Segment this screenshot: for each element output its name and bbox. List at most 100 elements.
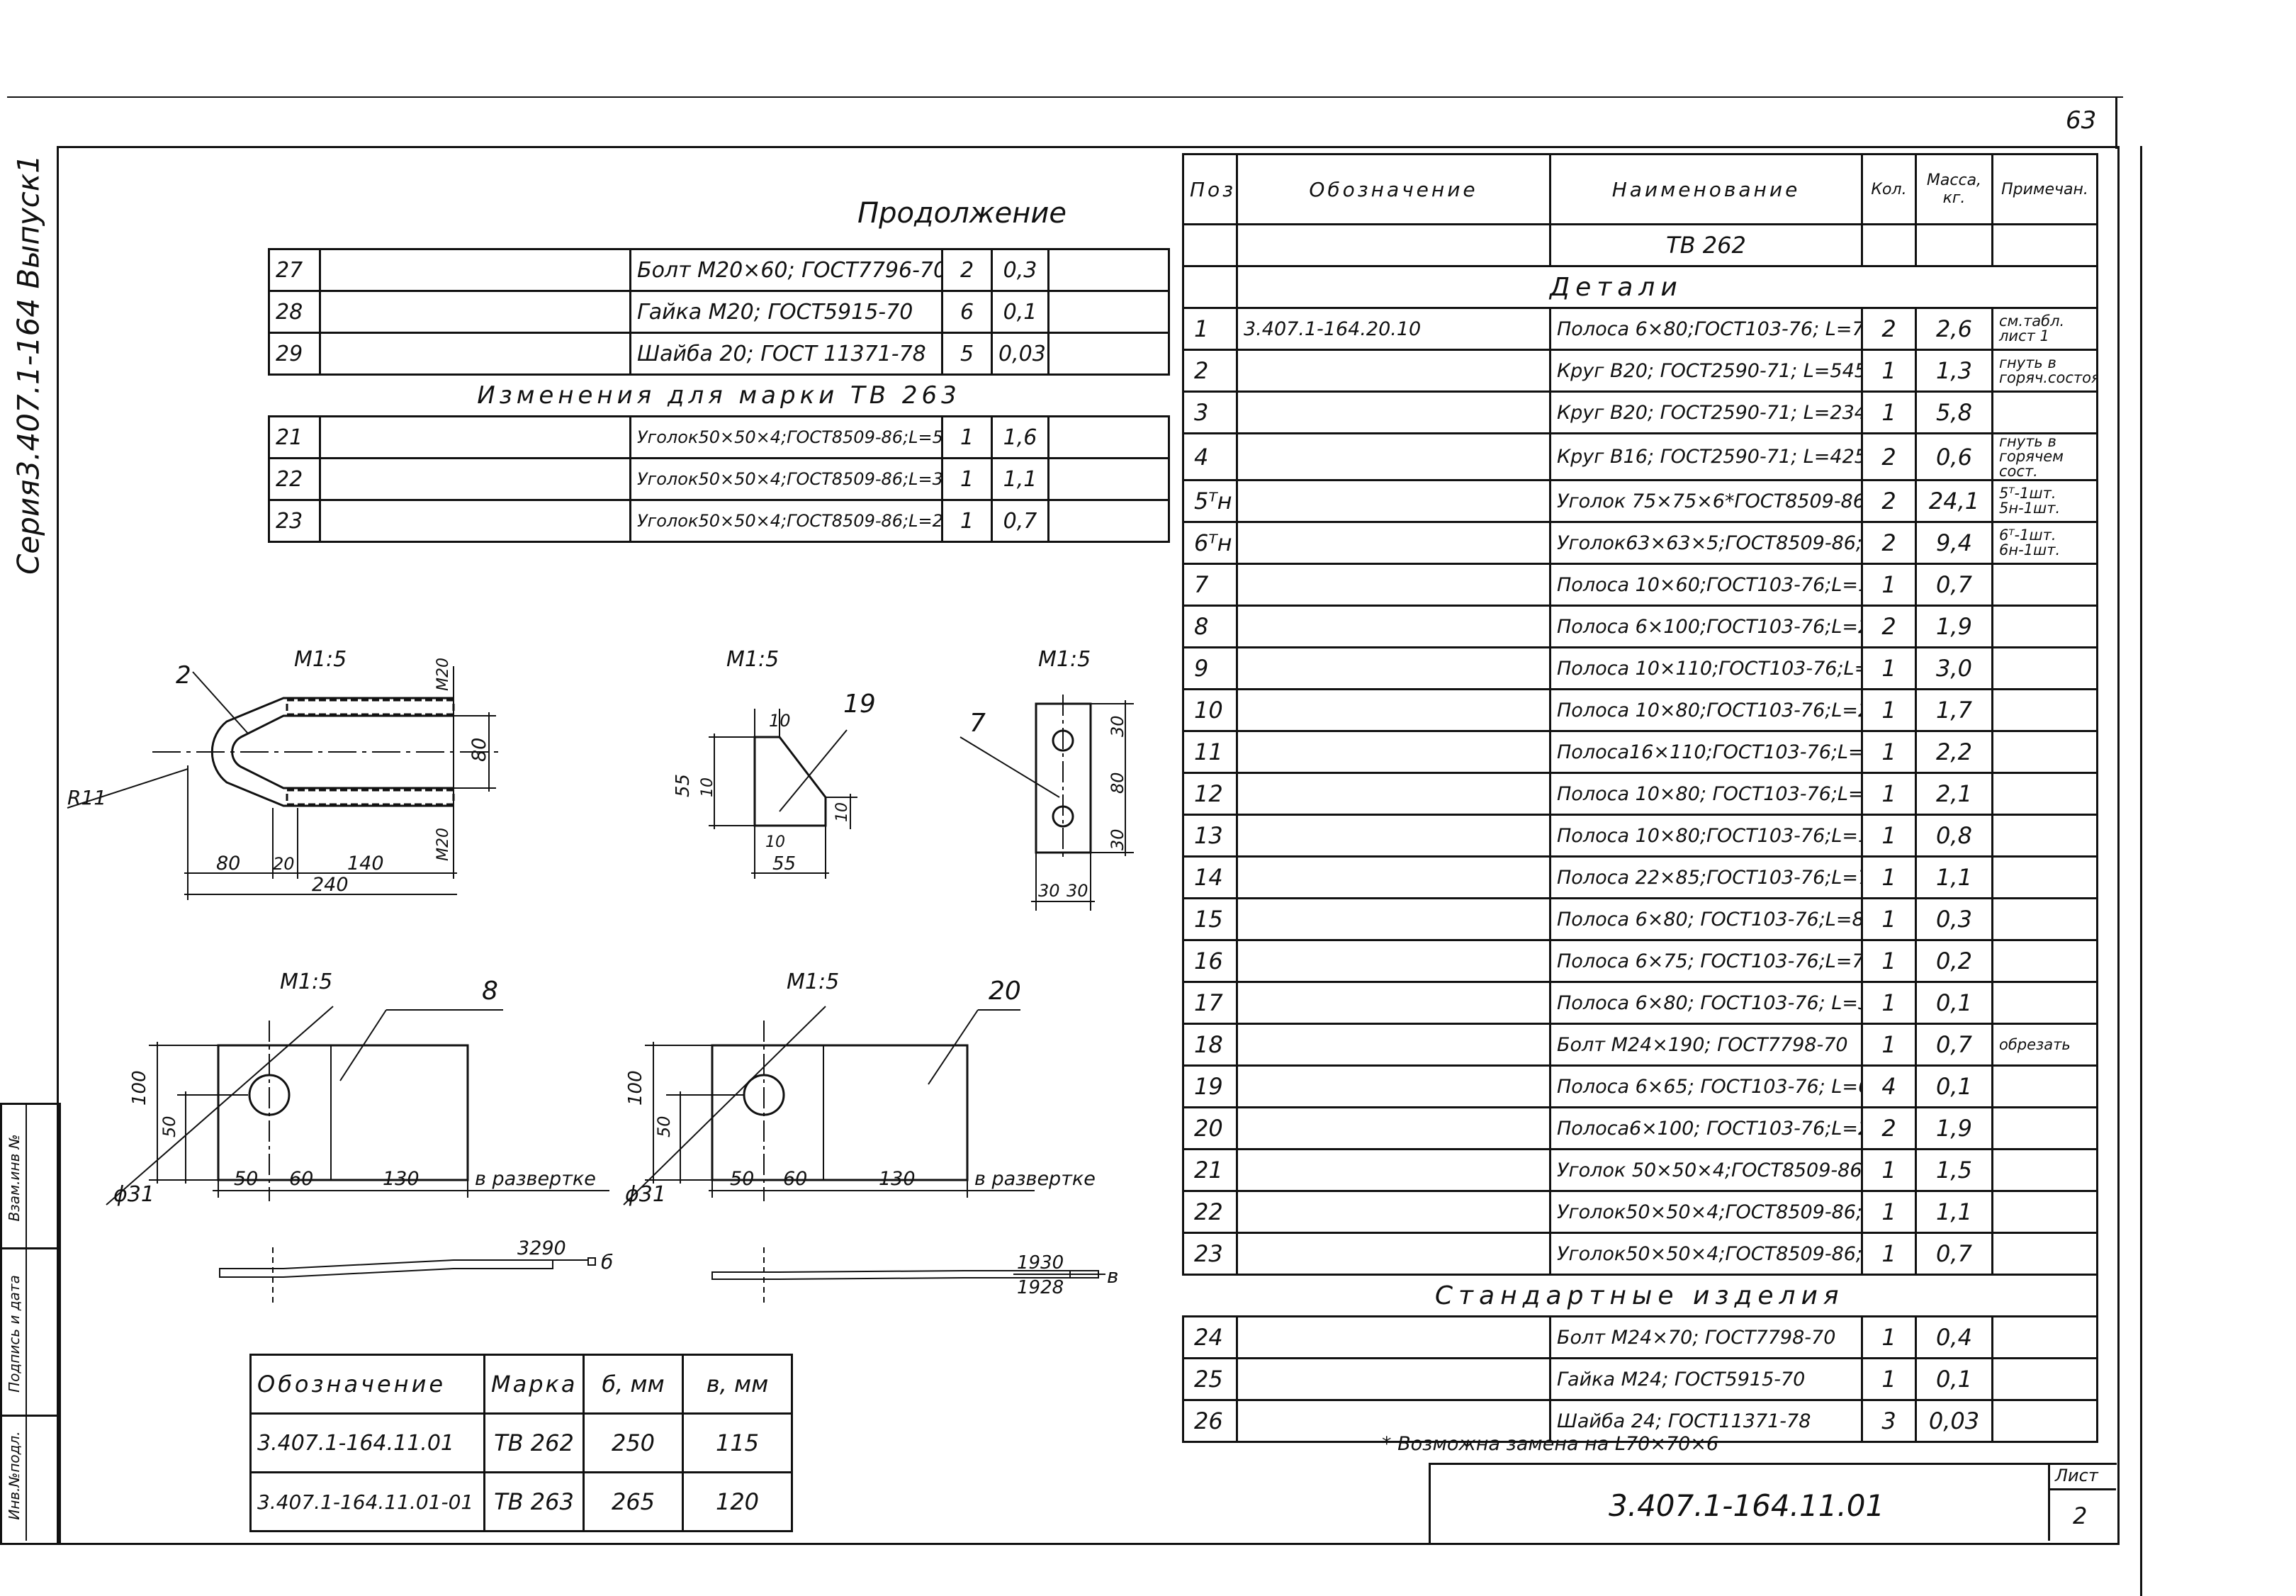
page-number: 63 bbox=[2066, 106, 2097, 135]
qty-cell: 1 bbox=[941, 499, 993, 543]
designation-cell bbox=[1236, 1106, 1551, 1150]
dim-label: 55 bbox=[772, 853, 796, 875]
diameter-label: ϕ31 bbox=[625, 1182, 666, 1207]
note-cell bbox=[1047, 457, 1170, 501]
mark-cell: ТВ 262 bbox=[483, 1412, 585, 1473]
dim-label: 30 bbox=[1067, 881, 1088, 901]
name-cell: Полоса 6×80; ГОСТ103-76; L=35 bbox=[1549, 981, 1863, 1025]
table-row: 29 Шайба 20; ГОСТ 11371-78 5 0,03 bbox=[268, 332, 1170, 376]
name-cell: Полоса 10×110;ГОСТ103-76;L=350 bbox=[1549, 646, 1863, 690]
pos-cell: 23 bbox=[1182, 1232, 1238, 1276]
qty-cell: 1 bbox=[1861, 1232, 1917, 1276]
dim-label: 80 bbox=[216, 853, 240, 875]
mass-cell: 1,1 bbox=[1915, 1190, 1993, 1234]
detail-8-drawing bbox=[106, 1006, 609, 1304]
qty-cell: 2 bbox=[1861, 605, 1917, 648]
designation-cell: 3.407.1-164.20.10 bbox=[1236, 307, 1551, 351]
name-cell: Полоса 10×80;ГОСТ103-76;L=130 bbox=[1549, 814, 1863, 858]
header-cell: Марка bbox=[483, 1354, 585, 1415]
pos-cell: 16 bbox=[1182, 939, 1238, 983]
dim-label: 55 bbox=[673, 774, 694, 797]
designation-cell bbox=[1236, 1315, 1551, 1359]
note-cell bbox=[1047, 415, 1170, 459]
designation-cell bbox=[1236, 563, 1551, 607]
mass-cell: 0,1 bbox=[1915, 981, 1993, 1025]
qty-cell: 1 bbox=[1861, 390, 1917, 434]
designation-cell: 3.407.1-164.11.01-01 bbox=[249, 1471, 485, 1532]
qty-cell: 1 bbox=[1861, 349, 1917, 393]
name-cell: Полоса16×110;ГОСТ103-76;L=160 bbox=[1549, 730, 1863, 774]
note-cell bbox=[1991, 939, 2098, 983]
continuation-table: 27 Болт М20×60; ГОСТ7796-70 2 0,3 28 Гай… bbox=[268, 248, 1170, 543]
name-cell: Уголок50×50×4;ГОСТ8509-86;L=510 bbox=[629, 415, 943, 459]
note-cell bbox=[1047, 499, 1170, 543]
name-cell: Шайба 24; ГОСТ11371-78 bbox=[1549, 1399, 1863, 1443]
pos-cell: 25 bbox=[1182, 1357, 1238, 1401]
standard-heading-row: Стандартные изделия bbox=[1183, 1274, 2098, 1317]
note-cell bbox=[1991, 814, 2098, 858]
pos-cell: 12 bbox=[1182, 772, 1238, 816]
dim-label: 30 bbox=[1038, 881, 1060, 901]
name-cell: Болт М24×190; ГОСТ7798-70 bbox=[1549, 1023, 1863, 1067]
note-cell bbox=[1991, 390, 2098, 434]
dim-label: 50 bbox=[654, 1115, 674, 1137]
header-qty: Кол. bbox=[1861, 153, 1917, 225]
header-note: Примечан. bbox=[1991, 153, 2098, 225]
qty-cell: 1 bbox=[1861, 855, 1917, 899]
pos-cell: 27 bbox=[268, 248, 321, 292]
details-heading-row: Детали bbox=[1182, 265, 2098, 309]
mass-cell: 0,7 bbox=[1915, 563, 1993, 607]
name-cell: Гайка М24; ГОСТ5915-70 bbox=[1549, 1357, 1863, 1401]
qty-cell: 2 bbox=[1861, 479, 1917, 523]
name-cell: Гайка М20; ГОСТ5915-70 bbox=[629, 290, 943, 334]
mass-cell: 0,6 bbox=[1915, 432, 1993, 481]
bend-length-bottom-label: 1928 bbox=[1017, 1277, 1064, 1298]
designation-cell bbox=[1236, 772, 1551, 816]
pos-cell: 4 bbox=[1182, 432, 1238, 481]
designation-cell bbox=[1236, 646, 1551, 690]
qty-cell: 1 bbox=[1861, 1357, 1917, 1401]
designation-cell bbox=[1236, 730, 1551, 774]
radius-label: R11 bbox=[67, 786, 106, 809]
note-cell: гнуть в горяч.состоян. bbox=[1991, 349, 2098, 393]
continuation-title: Продолжение bbox=[857, 197, 1067, 230]
pos-cell: 1 bbox=[1182, 307, 1238, 351]
note-cell bbox=[1991, 1399, 2098, 1443]
scale-label-d19: М1:5 bbox=[726, 647, 779, 672]
scale-label-d8: М1:5 bbox=[280, 970, 332, 994]
pos-cell: 14 bbox=[1182, 855, 1238, 899]
pos-cell: 21 bbox=[1182, 1148, 1238, 1192]
stamp-divider bbox=[0, 1247, 58, 1249]
table-row: 28 Гайка М20; ГОСТ5915-70 6 0,1 bbox=[268, 290, 1170, 334]
header-pos: Поз. bbox=[1182, 153, 1238, 225]
scale-label-d2: М1:5 bbox=[294, 647, 347, 672]
note-cell bbox=[1047, 248, 1170, 292]
designation-cell bbox=[1236, 390, 1551, 434]
header-name: Наименование bbox=[1549, 153, 1863, 225]
mass-cell: 1,7 bbox=[1915, 688, 1993, 732]
dim-label: 50 bbox=[159, 1115, 179, 1137]
mass-cell: 0,3 bbox=[991, 248, 1049, 292]
name-cell: Полоса 6×100;ГОСТ103-76;L=240 bbox=[1549, 605, 1863, 648]
dim-label: 130 bbox=[383, 1168, 420, 1190]
qty-cell: 2 bbox=[1861, 307, 1917, 351]
table-row: 3.407.1-164.11.01 ТВ 262 250 115 bbox=[249, 1412, 793, 1473]
scale-label-d7: М1:5 bbox=[1038, 647, 1091, 672]
pos-cell: 21 bbox=[268, 415, 321, 459]
note-cell bbox=[1047, 290, 1170, 334]
stamp-divider bbox=[26, 1103, 27, 1541]
qty-cell: 5 bbox=[941, 332, 993, 376]
mass-cell: 5,8 bbox=[1915, 390, 1993, 434]
pos-cell: 20 bbox=[1182, 1106, 1238, 1150]
mass-cell: 0,03 bbox=[1915, 1399, 1993, 1443]
note-cell bbox=[1991, 1232, 2098, 1276]
